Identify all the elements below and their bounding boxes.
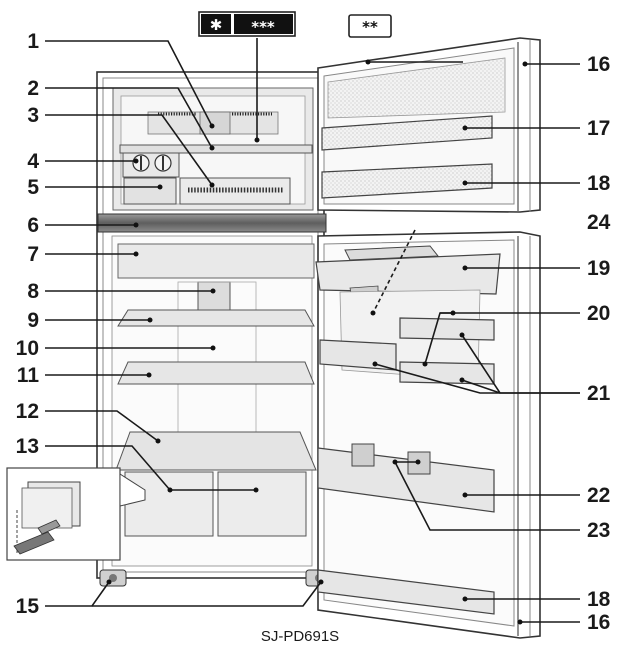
callout-13: 13 xyxy=(16,435,39,458)
callout-12: 12 xyxy=(16,400,39,423)
ice-tray xyxy=(179,177,291,205)
callout-15: 15 xyxy=(16,595,40,618)
ice-maker-dials xyxy=(122,152,180,178)
callout-8: 8 xyxy=(27,280,39,303)
callout-18-bottom: 18 xyxy=(587,588,611,611)
callout-20: 20 xyxy=(587,302,610,325)
callout-16-top: 16 xyxy=(587,53,610,76)
freezer-panel xyxy=(199,111,231,135)
callout-2: 2 xyxy=(27,77,39,100)
door-stars-label: ** xyxy=(362,18,378,36)
freezer-door xyxy=(317,37,541,213)
leader-dots xyxy=(106,59,528,625)
callout-18-top: 18 xyxy=(587,172,611,195)
snowflake-icon: ✱ xyxy=(210,16,223,34)
callout-16-bottom: 16 xyxy=(587,611,610,634)
callout-19: 19 xyxy=(587,257,610,280)
crisper-detail-inset xyxy=(6,467,146,561)
callout-9: 9 xyxy=(27,309,39,332)
callout-numbers: 1 2 3 4 5 6 7 8 9 10 11 12 13 15 16 17 1… xyxy=(16,30,611,634)
freezer-rating-badge: ✱ *** xyxy=(198,11,296,37)
callout-7: 7 xyxy=(27,243,39,266)
callout-10: 10 xyxy=(16,337,39,360)
callout-11: 11 xyxy=(17,364,40,387)
divider-band xyxy=(97,213,327,233)
freezer-shelf xyxy=(119,144,313,154)
refrigerator-door xyxy=(315,231,541,639)
model-name: SJ-PD691S xyxy=(261,628,339,645)
callout-21: 21 xyxy=(587,382,611,405)
callout-3: 3 xyxy=(27,104,39,127)
callout-1: 1 xyxy=(27,30,39,53)
freezer-stars-label: *** xyxy=(251,18,275,36)
callout-22: 22 xyxy=(587,484,610,507)
door-rating-badge: ** xyxy=(348,14,392,38)
ice-storage-box xyxy=(123,177,177,205)
callout-5: 5 xyxy=(27,176,39,199)
leader-lines xyxy=(45,38,580,623)
callout-23: 23 xyxy=(587,519,610,542)
callout-24: 24 xyxy=(587,211,611,234)
callout-6: 6 xyxy=(27,214,39,237)
callout-4: 4 xyxy=(27,150,39,173)
callout-17: 17 xyxy=(587,117,610,140)
refrigerator-interior xyxy=(111,235,317,567)
